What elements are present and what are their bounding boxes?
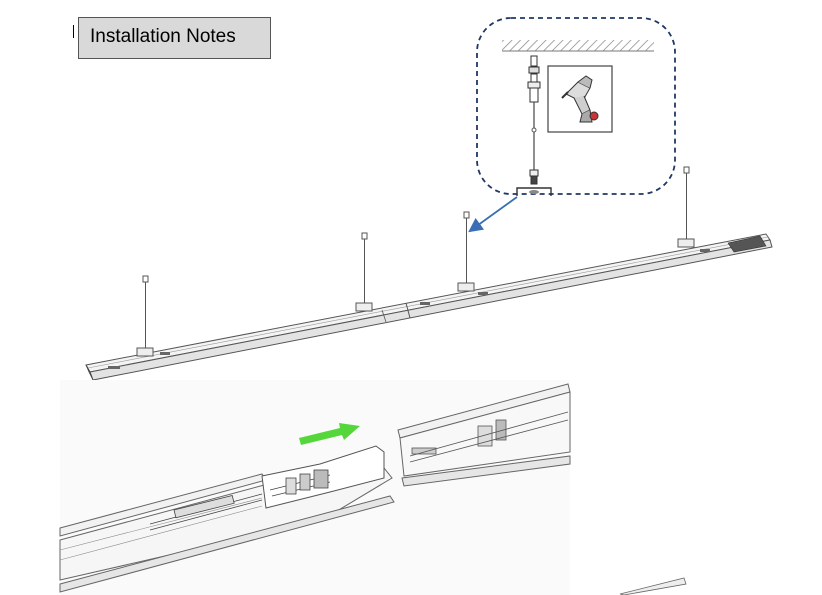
detail-leader-arrow [468,196,518,233]
ceiling-hatch [502,40,654,51]
mounting-bracket [516,187,552,196]
ceiling-anchor [527,55,541,103]
suspension-detail-callout [476,17,676,196]
drill-icon [561,75,599,123]
suspension-hanger [457,211,475,292]
suspension-hanger [677,166,695,248]
luminaire-run [85,166,773,381]
drill-inset [547,65,613,133]
section-joint [405,302,411,319]
text-cursor-mark [73,25,74,38]
suspension-hanger [136,275,154,357]
page-title: Installation Notes [90,26,236,47]
connection-detail [59,380,687,595]
arrow-right-icon [299,423,360,445]
title-box: Installation Notes [78,17,271,59]
suspension-hanger [355,232,373,312]
